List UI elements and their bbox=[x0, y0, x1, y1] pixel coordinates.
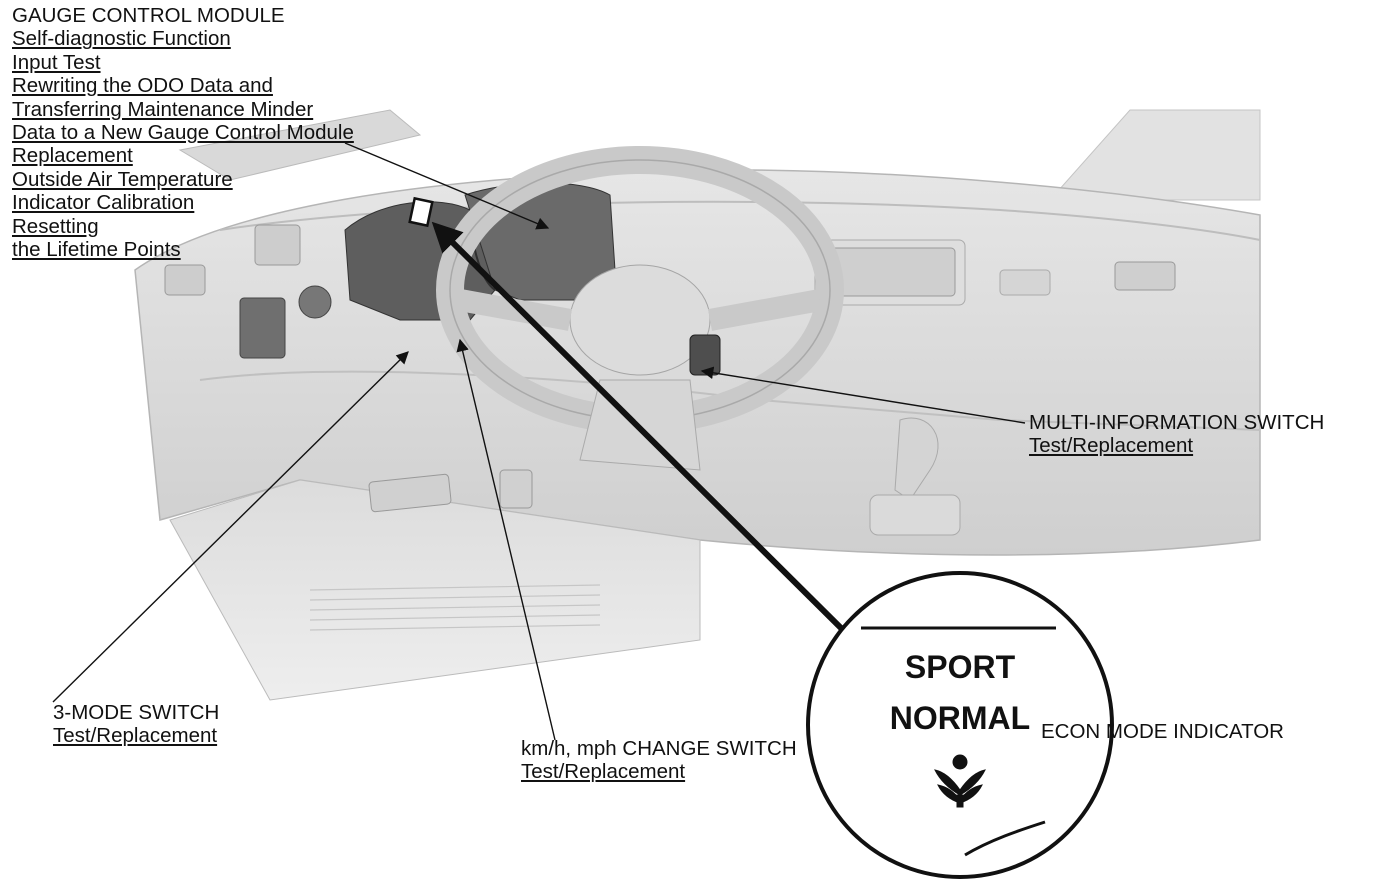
inset-normal-text: NORMAL bbox=[890, 700, 1030, 736]
kmh-mph-change-switch-title: km/h, mph CHANGE SWITCH bbox=[521, 737, 797, 760]
three-mode-switch-label: 3-MODE SWITCH Test/Replacement bbox=[53, 701, 219, 748]
link-rewriting-odo-data-line2[interactable]: Transferring Maintenance Minder bbox=[12, 97, 314, 121]
multi-information-switch-title: MULTI-INFORMATION SWITCH bbox=[1029, 411, 1325, 434]
kmh-mph-change-switch-label: km/h, mph CHANGE SWITCH Test/Replacement bbox=[521, 737, 797, 784]
link-multi-information-switch-test[interactable]: Test/Replacement bbox=[1029, 434, 1194, 458]
gauge-control-module-title: GAUGE CONTROL MODULE bbox=[12, 4, 285, 27]
windshield-frame bbox=[178, 109, 1261, 201]
link-rewriting-odo-data-line1[interactable]: Rewriting the ODO Data and bbox=[12, 74, 273, 98]
link-outside-air-temperature-line2[interactable]: Indicator Calibration bbox=[12, 191, 195, 215]
econ-mode-indicator-label: ECON MODE INDICATOR bbox=[1041, 720, 1284, 743]
gauge-control-module-labels: GAUGE CONTROL MODULE Self-diagnostic Fun… bbox=[12, 4, 354, 261]
link-self-diagnostic-function[interactable]: Self-diagnostic Function bbox=[12, 27, 231, 51]
econ-mode-indicator-title: ECON MODE INDICATOR bbox=[1041, 720, 1284, 743]
zoom-arrow bbox=[431, 221, 848, 635]
link-rewriting-odo-data-line3[interactable]: Data to a New Gauge Control Module bbox=[12, 121, 354, 145]
link-outside-air-temperature-line1[interactable]: Outside Air Temperature bbox=[12, 167, 233, 191]
detail-inset: SPORT NORMAL bbox=[806, 571, 1114, 879]
link-resetting-lifetime-points-line1[interactable]: Resetting bbox=[12, 214, 99, 238]
link-replacement[interactable]: Replacement bbox=[12, 144, 133, 168]
inset-sport-text: SPORT bbox=[905, 649, 1016, 685]
multi-information-switch-label: MULTI-INFORMATION SWITCH Test/Replacemen… bbox=[1029, 411, 1324, 458]
link-three-mode-switch-test[interactable]: Test/Replacement bbox=[53, 724, 218, 748]
econ-leaf-icon bbox=[934, 754, 986, 808]
link-kmh-mph-change-switch-test[interactable]: Test/Replacement bbox=[521, 760, 686, 784]
link-input-test[interactable]: Input Test bbox=[12, 50, 101, 74]
link-resetting-lifetime-points-line2[interactable]: the Lifetime Points bbox=[12, 238, 181, 262]
floor-area bbox=[169, 417, 961, 701]
three-mode-switch-title: 3-MODE SWITCH bbox=[53, 701, 220, 724]
